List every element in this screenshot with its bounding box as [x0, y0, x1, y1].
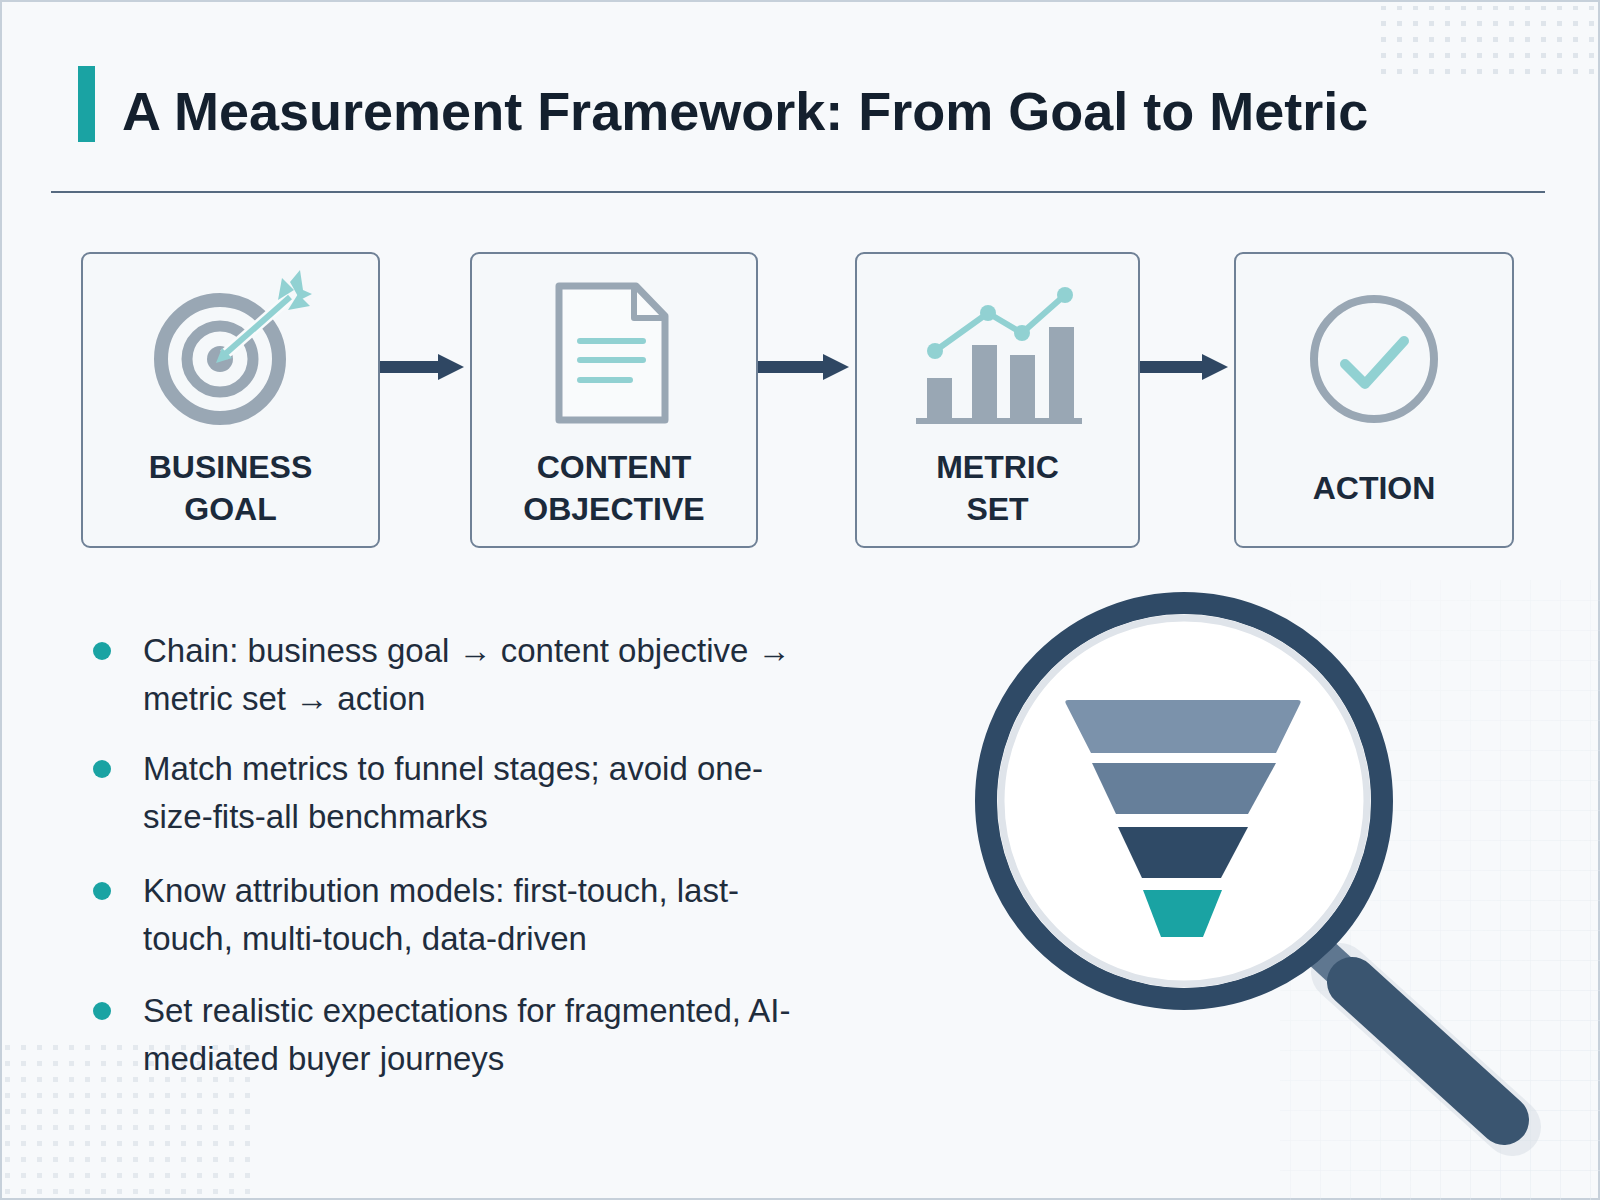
flow-arrow [1140, 361, 1202, 373]
bullet-item: Know attribution models: first-touch, la… [92, 867, 852, 963]
box-label: BUSINESS GOAL [135, 446, 327, 530]
title-accent-bar [78, 66, 95, 142]
box-label: METRIC SET [902, 446, 1094, 530]
box-label-area: ACTION [1236, 438, 1512, 538]
title-rule [51, 191, 1545, 193]
box-label: ACTION [1278, 467, 1470, 509]
magnifier-lens [986, 603, 1382, 999]
flow-arrow [758, 361, 823, 373]
bullet-text: Match metrics to funnel stages; avoid on… [143, 745, 813, 841]
process-box: METRIC SET [855, 252, 1140, 548]
bullet-item: Chain: business goal → content objective… [92, 627, 852, 723]
bullet-text: Know attribution models: first-touch, la… [143, 867, 813, 963]
process-box: ACTION [1234, 252, 1514, 548]
bullet-text: Set realistic expectations for fragmente… [143, 987, 813, 1083]
box-label-area: CONTENT OBJECTIVE [472, 438, 756, 538]
flow-arrow [380, 361, 438, 373]
process-box: BUSINESS GOAL [81, 252, 380, 548]
bullet-dot [93, 1002, 111, 1020]
magnifier-illustration [986, 603, 1512, 1127]
process-box: CONTENT OBJECTIVE [470, 252, 758, 548]
bullet-text: Chain: business goal → content objective… [143, 627, 813, 723]
magnifier-handle [1352, 982, 1504, 1120]
bullet-dot [93, 642, 111, 660]
box-label-area: METRIC SET [857, 438, 1138, 538]
dot-grid [1380, 6, 1596, 76]
slide-title: A Measurement Framework: From Goal to Me… [122, 80, 1368, 142]
handle-shadow [1340, 972, 1512, 1127]
box-label: CONTENT OBJECTIVE [518, 446, 710, 530]
box-label-area: BUSINESS GOAL [83, 438, 378, 538]
funnel-band [1118, 827, 1248, 878]
bullet-item: Match metrics to funnel stages; avoid on… [92, 745, 852, 841]
bullet-dot [93, 882, 111, 900]
bullet-dot [93, 760, 111, 778]
lens-rim [1001, 618, 1367, 984]
funnel-band [1143, 890, 1222, 937]
bullet-item: Set realistic expectations for fragmente… [92, 987, 852, 1083]
funnel-band [1092, 763, 1276, 814]
funnel-band [1065, 700, 1300, 753]
